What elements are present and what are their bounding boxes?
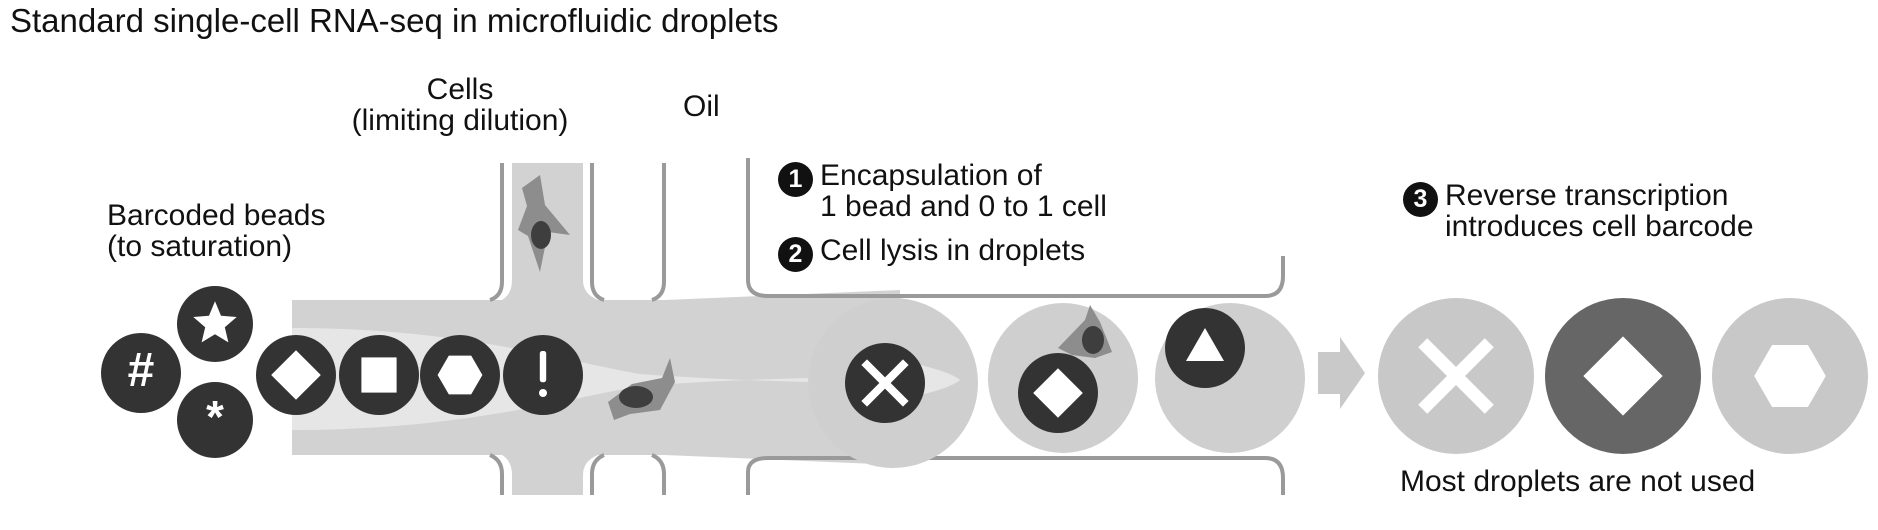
svg-text:#: # [128,344,155,397]
output-droplet-hexagon [1712,298,1868,454]
cells-label-subtitle: (limiting dilution) [351,104,569,137]
bead-diamond [256,335,336,415]
cells-label: Cells (limiting dilution) [326,74,594,136]
cell-nucleus [531,221,551,249]
bead-square [339,335,419,415]
droplet-bead-diamond [1018,353,1098,433]
bead-star [177,286,253,362]
droplet-bead-triangle [1165,308,1245,388]
bead-exclamation [503,335,583,415]
channel-droplets [808,298,1305,468]
cells-label-title: Cells [426,73,494,106]
channel-walls [489,158,1285,495]
bead-hash: # [101,333,181,413]
cell-nucleus [619,386,653,408]
barcoded-beads: #* [101,286,583,458]
beads-label-title: Barcoded beads [107,199,326,232]
bead-asterisk: * [177,382,253,458]
step-3-line-1: Reverse transcription [1445,179,1729,212]
step-3: 3 Reverse transcription introduces cell … [1403,180,1754,242]
cell-in-droplet [1058,305,1112,358]
droplet-bead-cross [845,343,925,423]
figure-title: Standard single-cell RNA-seq in microflu… [10,2,779,39]
step-1-number: 1 [778,162,813,197]
process-arrow [1318,337,1365,409]
step-1-line-2: 1 bead and 0 to 1 cell [820,190,1107,223]
step-2: 2 Cell lysis in droplets [778,235,1085,272]
bead-hexagon [420,335,500,415]
cell-in-channel [608,358,675,420]
step-2-number: 2 [778,237,813,272]
step-1-line-1: Encapsulation of [820,159,1042,192]
cell-nucleus [1082,326,1104,354]
output-droplets [1378,298,1868,454]
beads-label-subtitle: (to saturation) [107,230,293,263]
oil-label: Oil [683,90,720,123]
step-2-line-1: Cell lysis in droplets [820,234,1086,267]
step-3-number: 3 [1403,182,1438,217]
cell-in-inlet [518,175,570,272]
output-droplet-cross [1378,298,1534,454]
unused-droplets-note: Most droplets are not used [1400,465,1756,498]
beads-label: Barcoded beads (to saturation) [107,200,326,262]
output-droplet-diamond [1545,298,1701,454]
step-1: 1 Encapsulation of 1 bead and 0 to 1 cel… [778,160,1107,222]
svg-text:*: * [206,392,224,443]
step-3-line-2: introduces cell barcode [1445,210,1754,243]
